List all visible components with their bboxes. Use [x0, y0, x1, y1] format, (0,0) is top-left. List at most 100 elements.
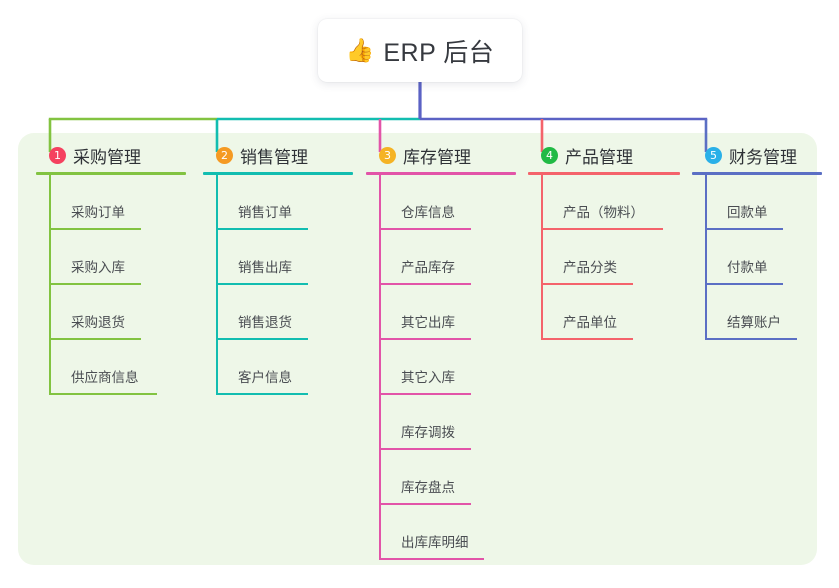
leaf-item-label: 产品单位 — [563, 315, 617, 330]
branch-column-3: 3 库存管理仓库信息产品库存其它出库其它入库库存调拨库存盘点出库库明细 — [366, 142, 516, 560]
branch-underline — [36, 172, 186, 175]
branch-header-3[interactable]: 3 库存管理 — [366, 142, 516, 168]
leaf-item[interactable]: 客户信息 — [216, 340, 353, 395]
leaf-item[interactable]: 采购入库 — [49, 230, 186, 285]
leaf-item-underline — [541, 283, 633, 285]
branch-title: 库存管理 — [403, 147, 471, 167]
leaf-item[interactable]: 结算账户 — [705, 285, 822, 340]
branch-spine — [216, 175, 218, 395]
branch-item-list: 仓库信息产品库存其它出库其它入库库存调拨库存盘点出库库明细 — [379, 175, 516, 560]
leaf-item-label: 其它入库 — [401, 370, 455, 385]
leaf-item[interactable]: 产品（物料） — [541, 175, 680, 230]
branch-number-badge: 3 — [379, 146, 396, 164]
branch-column-2: 2 销售管理销售订单销售出库销售退货客户信息 — [203, 142, 353, 395]
leaf-item-underline — [705, 283, 783, 285]
leaf-item[interactable]: 出库库明细 — [379, 505, 516, 560]
leaf-item-label: 采购入库 — [71, 260, 125, 275]
branch-item-list: 销售订单销售出库销售退货客户信息 — [216, 175, 353, 395]
branch-number-badge: 1 — [49, 146, 66, 164]
branch-spine — [705, 175, 707, 340]
leaf-item-label: 销售订单 — [238, 205, 292, 220]
leaf-item-underline — [216, 228, 308, 230]
leaf-item-label: 产品库存 — [401, 260, 455, 275]
leaf-item-label: 产品（物料） — [563, 205, 644, 220]
leaf-item[interactable]: 销售订单 — [216, 175, 353, 230]
leaf-item-underline — [541, 228, 663, 230]
leaf-item-label: 库存调拨 — [401, 425, 455, 440]
branch-number-badge: 5 — [705, 146, 722, 164]
branch-underline — [528, 172, 680, 175]
leaf-item-underline — [216, 393, 308, 395]
leaf-item[interactable]: 回款单 — [705, 175, 822, 230]
diagram-panel — [18, 133, 817, 565]
leaf-item-label: 结算账户 — [727, 315, 781, 330]
leaf-item-underline — [379, 448, 471, 450]
leaf-item-underline — [379, 558, 484, 560]
leaf-item[interactable]: 仓库信息 — [379, 175, 516, 230]
leaf-item[interactable]: 采购订单 — [49, 175, 186, 230]
leaf-item[interactable]: 供应商信息 — [49, 340, 186, 395]
leaf-item-underline — [49, 228, 141, 230]
leaf-item[interactable]: 销售退货 — [216, 285, 353, 340]
branch-column-1: 1 采购管理采购订单采购入库采购退货供应商信息 — [36, 142, 186, 395]
branch-underline — [692, 172, 822, 175]
leaf-item-label: 回款单 — [727, 205, 768, 220]
branch-number-badge: 2 — [216, 146, 233, 164]
branch-title: 采购管理 — [73, 147, 141, 167]
leaf-item[interactable]: 产品单位 — [541, 285, 680, 340]
root-node-title: ERP 后台 — [383, 38, 495, 67]
branch-item-list: 回款单付款单结算账户 — [705, 175, 822, 340]
branch-title: 销售管理 — [240, 147, 308, 167]
leaf-item-label: 库存盘点 — [401, 480, 455, 495]
leaf-item-label: 产品分类 — [563, 260, 617, 275]
leaf-item-underline — [541, 338, 633, 340]
leaf-item-label: 付款单 — [727, 260, 768, 275]
branch-spine — [379, 175, 381, 560]
leaf-item[interactable]: 付款单 — [705, 230, 822, 285]
leaf-item[interactable]: 库存盘点 — [379, 450, 516, 505]
leaf-item-label: 供应商信息 — [71, 370, 139, 385]
leaf-item-label: 采购退货 — [71, 315, 125, 330]
leaf-item-label: 其它出库 — [401, 315, 455, 330]
leaf-item-underline — [379, 503, 471, 505]
branch-spine — [49, 175, 51, 395]
root-node-card[interactable]: 👍 ERP 后台 — [318, 19, 522, 82]
branch-spine — [541, 175, 543, 340]
leaf-item-underline — [379, 283, 471, 285]
branch-header-2[interactable]: 2 销售管理 — [203, 142, 353, 168]
leaf-item-underline — [379, 338, 471, 340]
leaf-item[interactable]: 其它出库 — [379, 285, 516, 340]
leaf-item[interactable]: 库存调拨 — [379, 395, 516, 450]
leaf-item-label: 出库库明细 — [401, 535, 469, 550]
leaf-item[interactable]: 其它入库 — [379, 340, 516, 395]
root-node-content: 👍 ERP 后台 — [346, 33, 495, 69]
leaf-item-underline — [379, 228, 471, 230]
leaf-item-label: 采购订单 — [71, 205, 125, 220]
leaf-item-label: 销售退货 — [238, 315, 292, 330]
leaf-item-underline — [216, 338, 308, 340]
branch-header-1[interactable]: 1 采购管理 — [36, 142, 186, 168]
branch-underline — [366, 172, 516, 175]
leaf-item-label: 销售出库 — [238, 260, 292, 275]
thumbs-up-icon: 👍 — [345, 37, 375, 63]
leaf-item[interactable]: 销售出库 — [216, 230, 353, 285]
leaf-item-label: 仓库信息 — [401, 205, 455, 220]
leaf-item[interactable]: 采购退货 — [49, 285, 186, 340]
leaf-item[interactable]: 产品库存 — [379, 230, 516, 285]
branch-number-badge: 4 — [541, 146, 558, 164]
leaf-item-underline — [379, 393, 471, 395]
leaf-item-underline — [49, 393, 157, 395]
leaf-item-underline — [49, 338, 141, 340]
leaf-item-underline — [49, 283, 141, 285]
branch-item-list: 采购订单采购入库采购退货供应商信息 — [49, 175, 186, 395]
branch-underline — [203, 172, 353, 175]
leaf-item-label: 客户信息 — [238, 370, 292, 385]
leaf-item[interactable]: 产品分类 — [541, 230, 680, 285]
leaf-item-underline — [705, 228, 783, 230]
